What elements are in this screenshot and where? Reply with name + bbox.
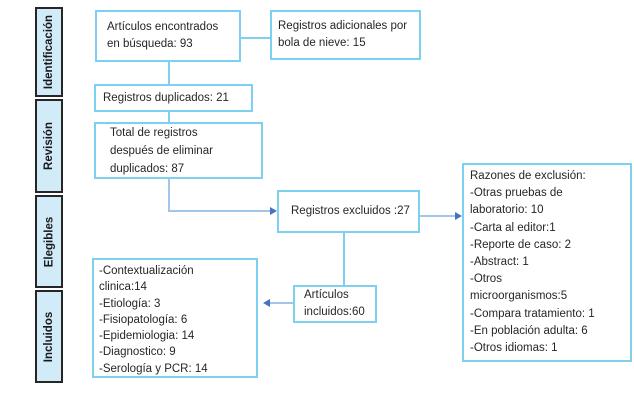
connector-excluded-to-included <box>343 232 345 285</box>
stage-tab-label: Elegibles <box>43 216 55 267</box>
connector-duplicates-to-total <box>168 111 170 123</box>
box-duplicate-records-text: Registros duplicados: 21 <box>103 91 229 104</box>
box-exclusion-reasons-list: -Otras pruebas de laboratorio: 10 -Carta… <box>470 187 595 355</box>
box-articles-included: Artículos incluidos:60 <box>293 285 377 323</box>
box-records-excluded: Registros excluidos :27 <box>277 190 420 233</box>
connector-total-to-excluded-vertical <box>168 178 170 212</box>
box-additional-records-text: Registros adicionales por bola de nieve:… <box>278 20 408 49</box>
box-records-excluded-text: Registros excluidos :27 <box>291 205 410 217</box>
arrowhead-into-reasons-icon <box>455 212 462 220</box>
box-total-after-dedup-text: Total de registros después de eliminar d… <box>110 126 213 175</box>
box-included-categories-list: -Contextualización clinica:14 -Etiología… <box>99 265 208 375</box>
stage-tab-revision: Revisión <box>35 99 63 193</box>
stage-tab-incluidos: Incluidos <box>35 290 63 383</box>
box-articles-found-text: Artículos encontrados en búsqueda: 93 <box>107 21 219 50</box>
connector-found-to-additional <box>241 37 270 39</box>
box-articles-found: Artículos encontrados en búsqueda: 93 <box>95 10 241 62</box>
box-exclusion-reasons: Razones de exclusión: -Otras pruebas de … <box>462 163 632 362</box>
stage-tab-label: Revisión <box>43 122 55 170</box>
box-additional-records: Registros adicionales por bola de nieve:… <box>270 10 421 60</box>
stage-tab-identificacion: Identificación <box>35 7 63 97</box>
box-exclusion-reasons-title: Razones de exclusión: <box>470 170 586 182</box>
box-duplicate-records: Registros duplicados: 21 <box>94 84 253 112</box>
box-articles-included-text: Artículos incluidos:60 <box>304 289 365 318</box>
box-included-categories: -Contextualización clinica:14 -Etiología… <box>92 258 258 378</box>
connector-total-to-excluded-horizontal <box>168 210 270 212</box>
stage-tab-label: Identificación <box>43 14 55 90</box>
connector-included-to-categories <box>270 302 293 304</box>
connector-found-to-duplicates <box>168 61 170 84</box>
arrowhead-into-categories-icon <box>263 299 270 307</box>
box-total-after-dedup: Total de registros después de eliminar d… <box>94 122 263 179</box>
connector-excluded-to-reasons <box>420 215 455 217</box>
stage-tab-label: Incluidos <box>43 311 56 362</box>
stage-tab-elegibles: Elegibles <box>35 195 63 288</box>
arrowhead-into-excluded-icon <box>270 207 277 215</box>
